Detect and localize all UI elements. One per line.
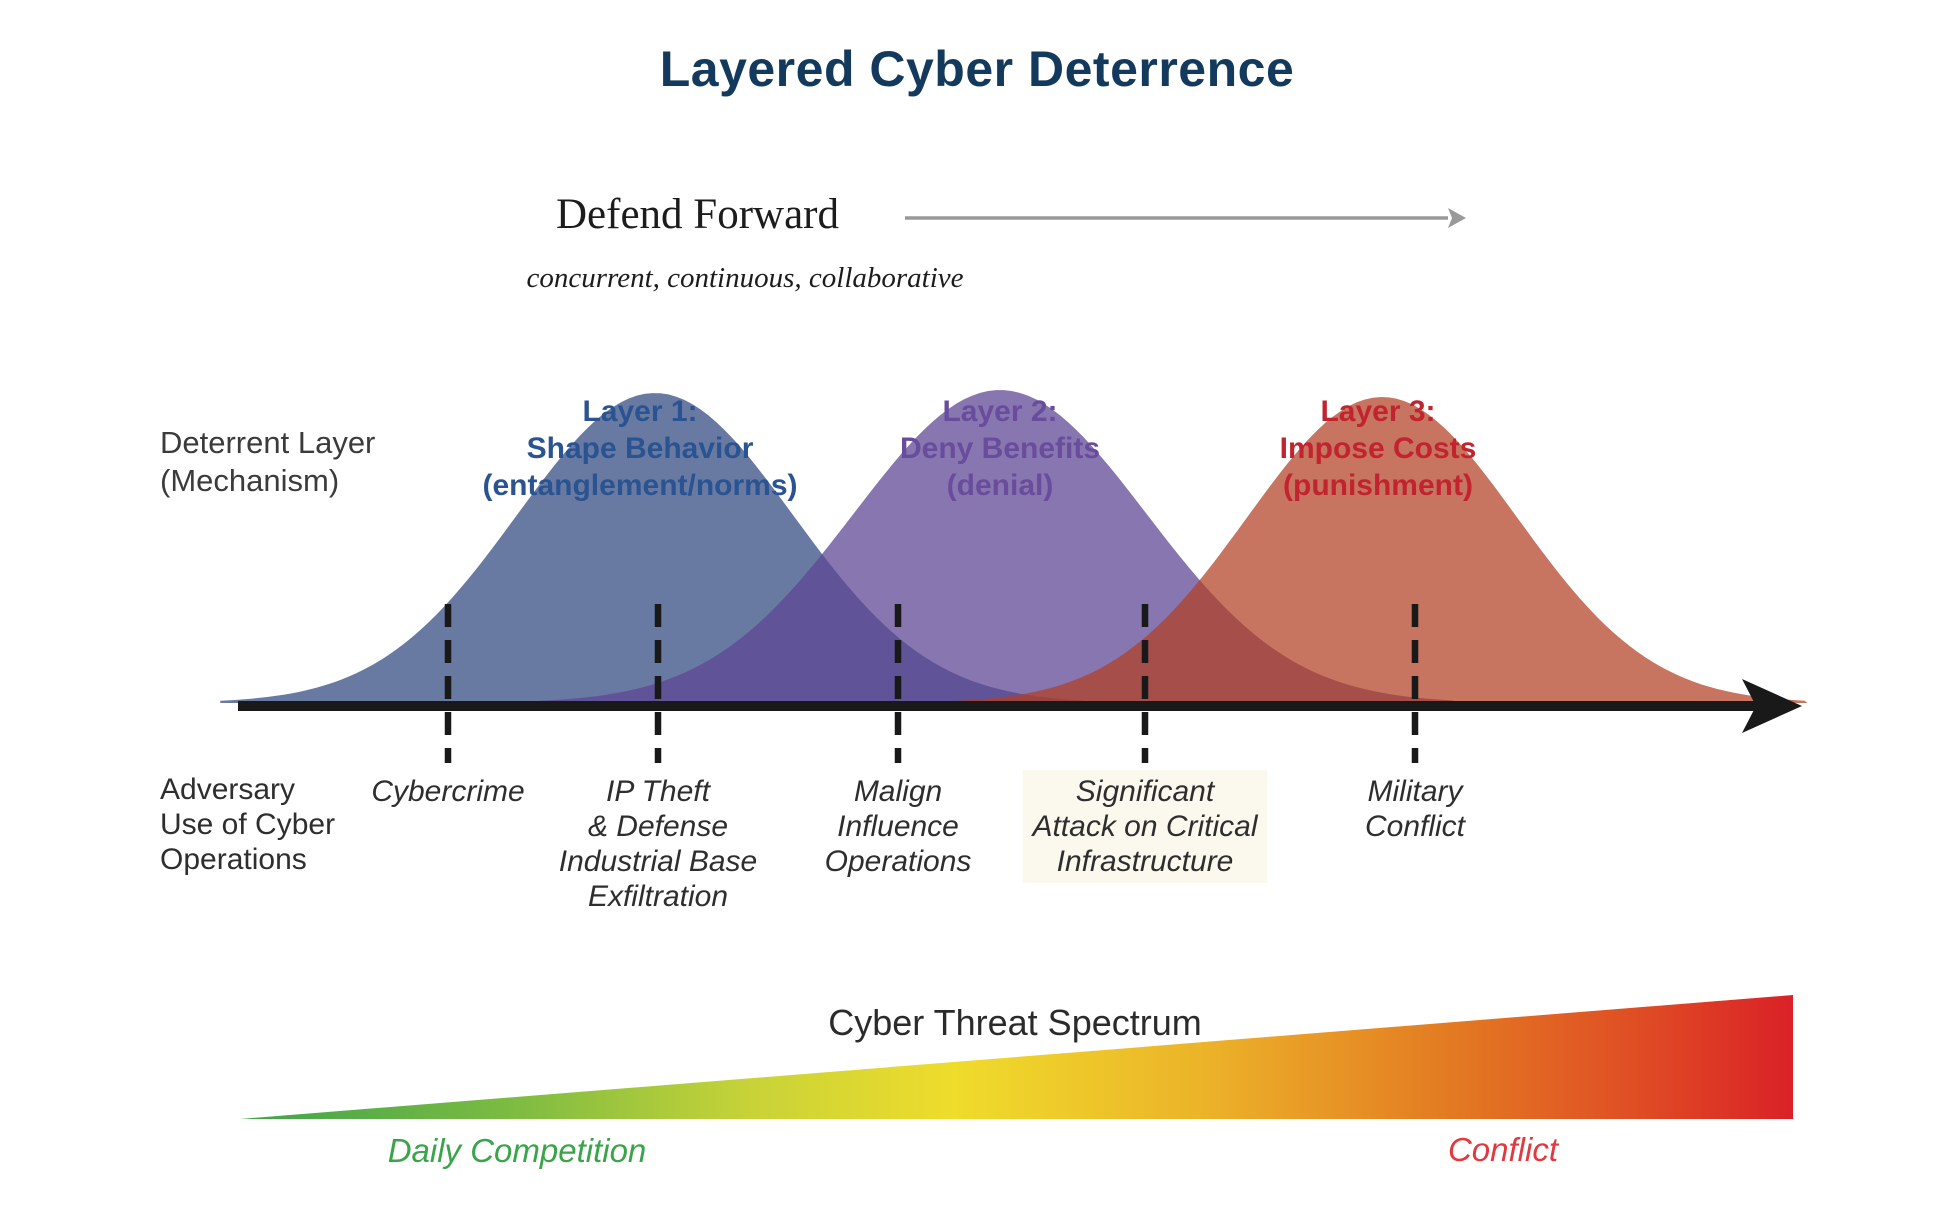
- layer-1-shape-behavior-label: Layer 1: Shape Behavior (entanglement/no…: [482, 395, 798, 502]
- milestone-label: Military Conflict: [1364, 775, 1466, 843]
- spectrum-right-label: Conflict: [1447, 1131, 1559, 1168]
- page-title: Layered Cyber Deterrence: [659, 41, 1295, 97]
- adversary-axis-label: Adversary Use of Cyber Operations: [160, 773, 336, 876]
- layer-2-deny-benefits-label: Layer 2: Deny Benefits (denial): [899, 395, 1101, 502]
- milestone-label: IP Theft & Defense Industrial Base Exfil…: [558, 775, 758, 913]
- impose-costs-curve: [956, 397, 1808, 703]
- threat-axis-arrowhead: [1742, 679, 1802, 733]
- layer-3-impose-costs-label: Layer 3: Impose Costs (punishment): [1279, 395, 1477, 502]
- milestone-label: Significant Attack on Critical Infrastru…: [1022, 770, 1268, 883]
- milestone-label: Malign Influence Operations: [824, 775, 972, 878]
- defend-forward-subtitle: concurrent, continuous, collaborative: [526, 262, 964, 294]
- defend-forward-arrowhead: [1448, 208, 1466, 228]
- spectrum-left-label: Daily Competition: [387, 1132, 647, 1169]
- defend-forward-label: Defend Forward: [556, 191, 839, 238]
- threat-spectrum-wedge: [240, 995, 1793, 1119]
- deterrent-layer-axis-label: Deterrent Layer (Mechanism): [160, 425, 376, 498]
- milestone-label: Cybercrime: [371, 775, 525, 808]
- threat-axis-line: [238, 701, 1762, 711]
- spectrum-title: Cyber Threat Spectrum: [828, 1002, 1202, 1043]
